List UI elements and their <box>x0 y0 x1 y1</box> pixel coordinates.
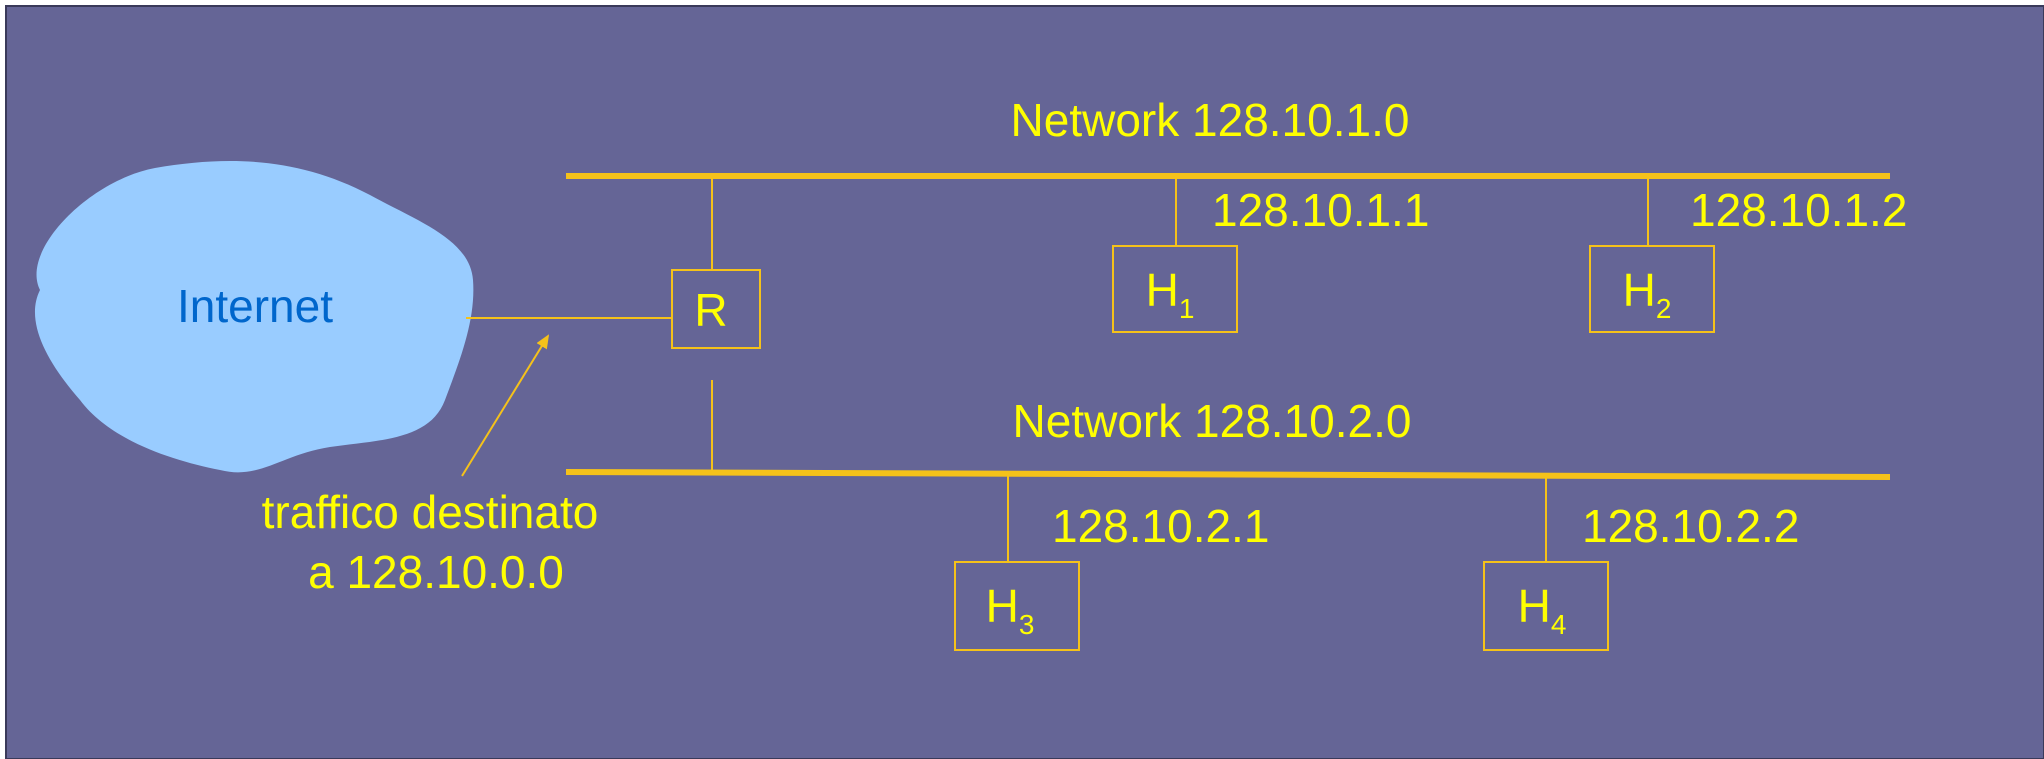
traffic-note-line-1: traffico destinato <box>262 486 599 538</box>
host-4-address: 128.10.2.2 <box>1582 500 1799 552</box>
network-1-label: Network 128.10.1.0 <box>1011 94 1410 146</box>
host-1-box <box>1112 245 1238 333</box>
host-2-address: 128.10.1.2 <box>1690 184 1907 236</box>
host-3-address: 128.10.2.1 <box>1052 500 1269 552</box>
traffic-note-line-2: a 128.10.0.0 <box>308 546 564 598</box>
router-box <box>671 269 761 349</box>
network-2-bus <box>565 469 1891 480</box>
host-3-box <box>954 561 1080 651</box>
host-2-label: H2 <box>1623 264 1672 324</box>
internet-cloud-icon <box>34 160 474 473</box>
host-1-address: 128.10.1.1 <box>1212 184 1429 236</box>
host-4-label: H4 <box>1518 580 1567 640</box>
host-1-label: H1 <box>1146 264 1195 324</box>
host-4-box <box>1483 561 1609 651</box>
host-3-label: H3 <box>986 580 1035 640</box>
router-label: R <box>694 284 727 336</box>
host-2-box <box>1589 245 1715 333</box>
traffic-arrow <box>461 334 550 477</box>
network-2-label: Network 128.10.2.0 <box>1013 395 1412 447</box>
internet-label: Internet <box>177 280 333 332</box>
